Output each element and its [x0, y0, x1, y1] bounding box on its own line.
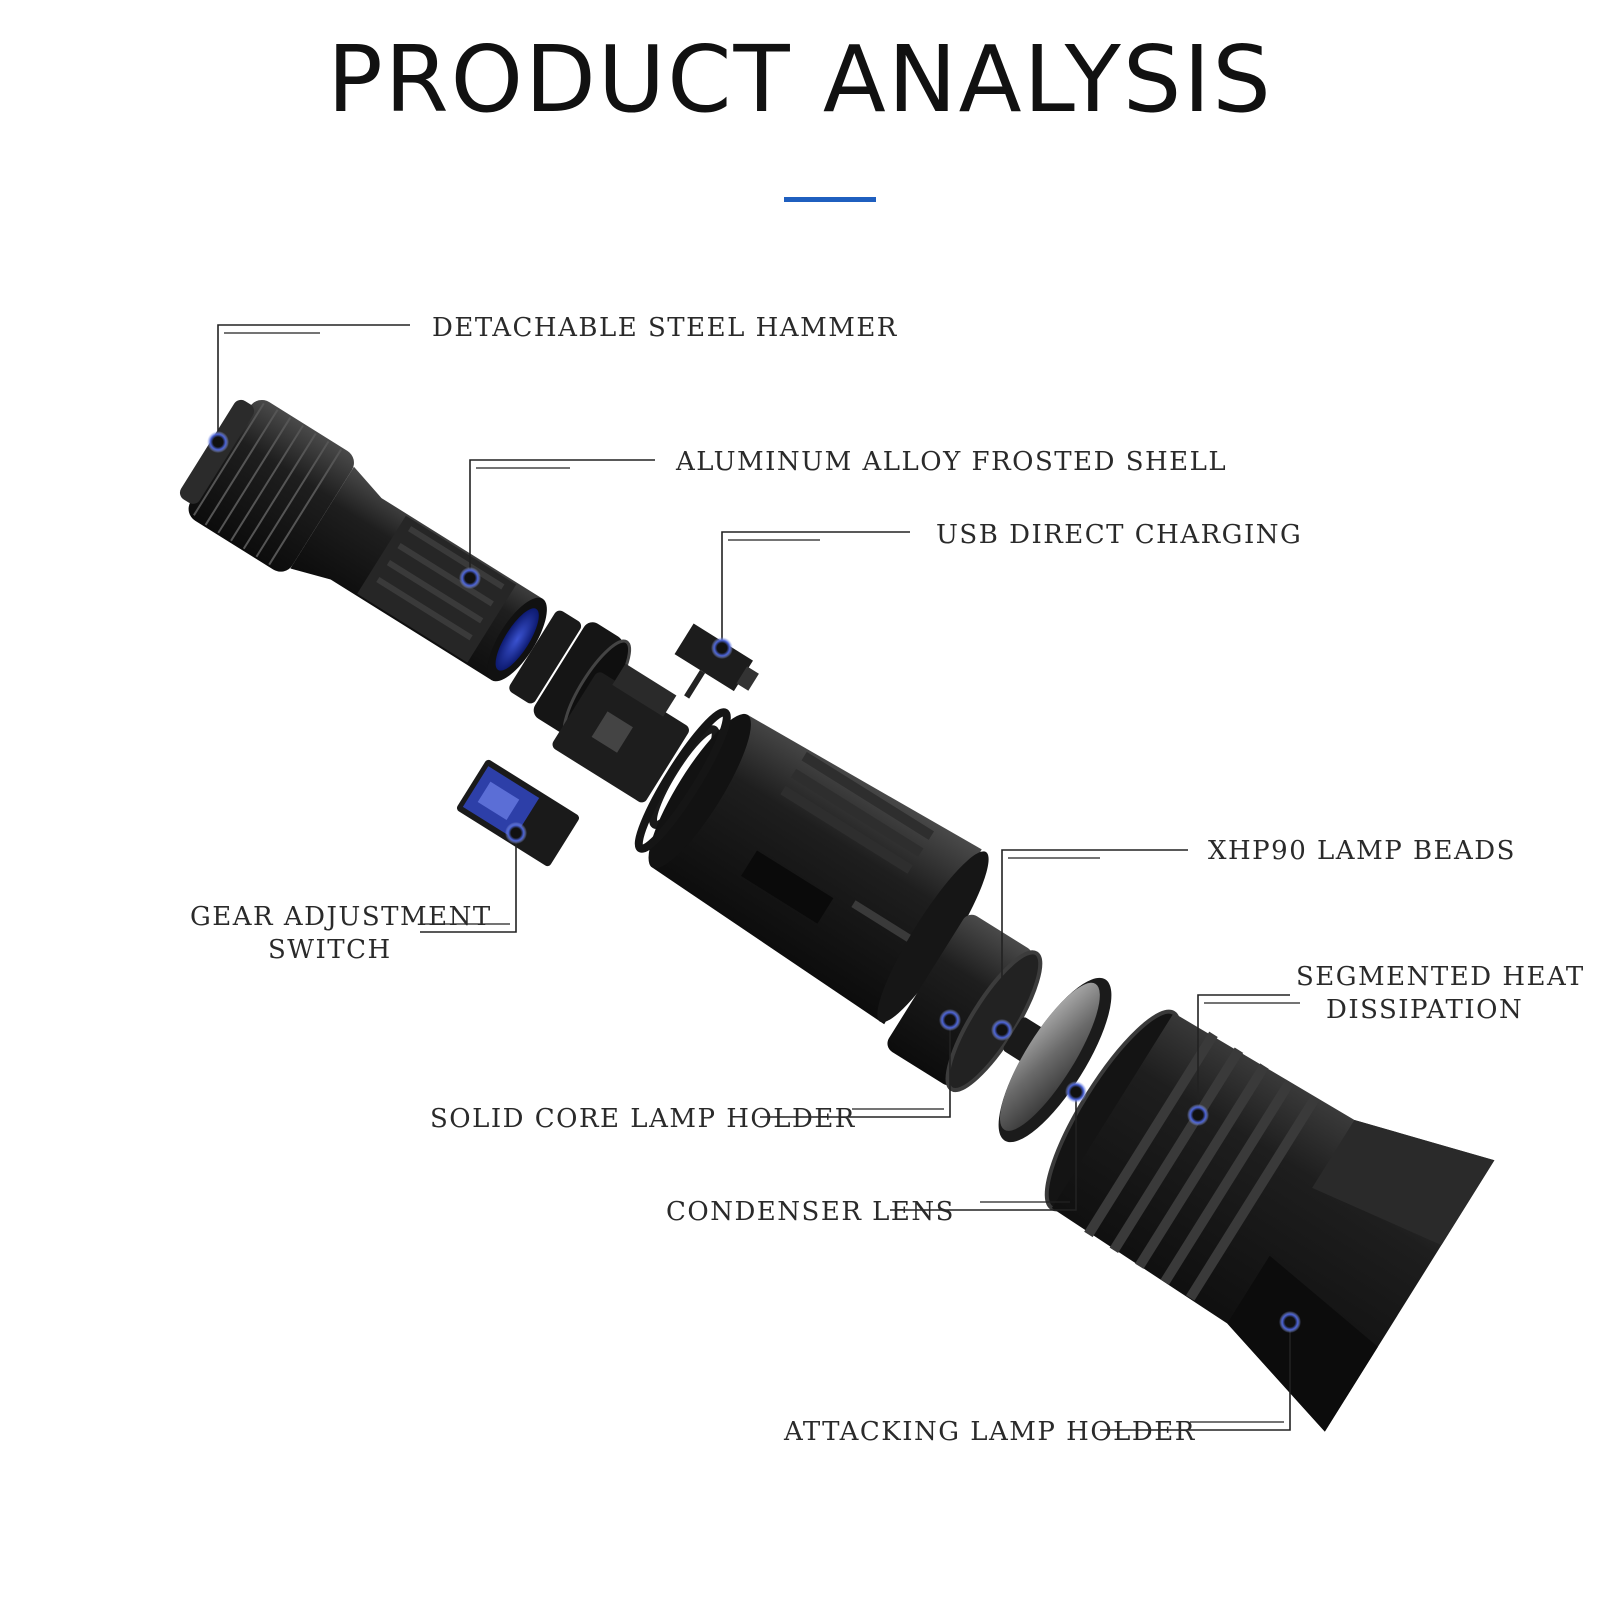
leader-lines — [217, 324, 1300, 1431]
gear-switch-component — [456, 759, 580, 867]
marker-dots — [207, 431, 1301, 1333]
condenser-lens-component — [998, 977, 1112, 1143]
head-bezel-component — [1044, 1009, 1495, 1432]
callout-condenser-lens: CONDENSER LENS — [666, 1197, 955, 1227]
main-body-component — [634, 708, 989, 1025]
callout-usb-direct-charging: USB DIRECT CHARGING — [936, 520, 1302, 550]
page-title: PRODUCT ANALYSIS — [327, 26, 1273, 133]
callout-detachable-steel-hammer: DETACHABLE STEEL HAMMER — [432, 313, 898, 343]
callout-attacking-lamp-holder: ATTACKING LAMP HOLDER — [783, 1417, 1196, 1447]
title-accent-bar — [784, 197, 876, 202]
callout-segmented-heat-line1: SEGMENTED HEAT — [1296, 962, 1585, 992]
callout-solid-core-lamp-holder: SOLID CORE LAMP HOLDER — [430, 1104, 856, 1134]
callout-gear-adjustment-line2: SWITCH — [268, 935, 392, 965]
usb-board-component — [674, 623, 759, 699]
callout-xhp90-lamp-beads: XHP90 LAMP BEADS — [1208, 836, 1516, 866]
callout-aluminum-alloy-frosted-shell: ALUMINUM ALLOY FROSTED SHELL — [675, 447, 1227, 477]
callout-gear-adjustment-line1: GEAR ADJUSTMENT — [190, 902, 492, 932]
callout-segmented-heat-line2: DISSIPATION — [1326, 995, 1523, 1025]
tail-shell-component — [179, 399, 632, 740]
